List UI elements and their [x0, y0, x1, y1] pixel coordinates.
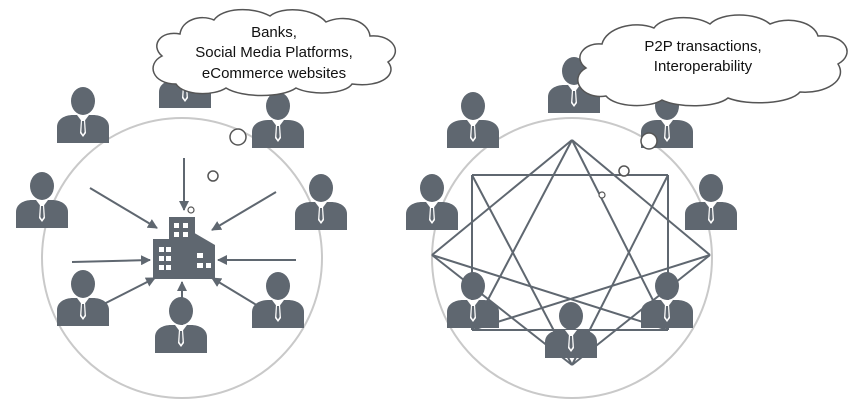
bubble-line-2: Interoperability — [654, 58, 753, 75]
link — [571, 139, 711, 256]
decentralized-network: P2P transactions, Interoperability — [406, 14, 848, 399]
person-icon — [447, 92, 499, 148]
person-icon — [57, 87, 109, 143]
person-icon — [685, 174, 737, 230]
person-icon — [252, 92, 304, 148]
person-icon — [641, 272, 693, 328]
link — [431, 139, 573, 256]
decentralized-ring — [431, 117, 713, 399]
centralized-nodes — [16, 52, 347, 353]
centralized-ring — [41, 117, 323, 399]
decentralized-thought-bubble: P2P transactions, Interoperability — [577, 14, 848, 199]
person-icon — [406, 174, 458, 230]
arrow — [211, 191, 277, 231]
bubble-line-1: P2P transactions, — [644, 38, 761, 55]
person-icon — [57, 270, 109, 326]
person-icon — [16, 172, 68, 228]
bubble-dot — [229, 128, 247, 146]
bubble-line-3: eCommerce websites — [202, 65, 346, 82]
bubble-dot — [207, 170, 219, 182]
cloud-shape — [152, 8, 396, 97]
bubble-dot — [598, 191, 606, 199]
arrow — [71, 255, 151, 266]
person-icon — [447, 272, 499, 328]
bubble-line-2: Social Media Platforms, — [195, 44, 353, 61]
bubble-dot — [187, 206, 195, 214]
bubble-dot — [618, 165, 630, 177]
person-icon — [252, 272, 304, 328]
bubble-line-1: Banks, — [251, 24, 297, 41]
person-icon — [155, 297, 207, 353]
link — [431, 254, 669, 331]
bubble-dot — [640, 132, 658, 150]
building-icon — [153, 217, 215, 279]
arrow — [89, 187, 158, 229]
link — [571, 139, 669, 331]
person-icon — [295, 174, 347, 230]
cloud-shape — [577, 14, 848, 107]
centralized-network: Banks, Social Media Platforms, eCommerce… — [16, 8, 396, 399]
centralized-thought-bubble: Banks, Social Media Platforms, eCommerce… — [152, 8, 396, 214]
